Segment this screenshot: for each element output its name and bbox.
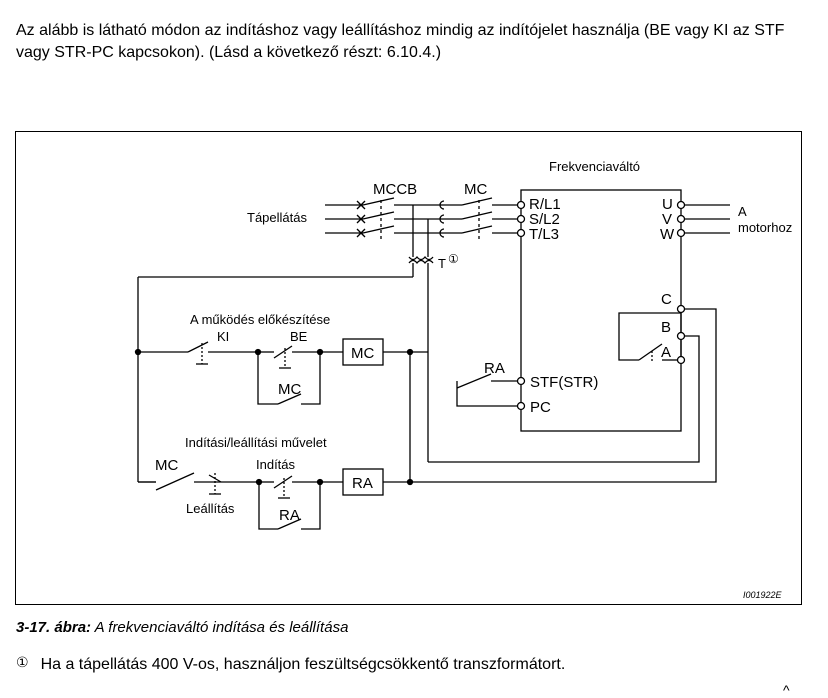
mc-holding-label: MC [278, 381, 301, 398]
terminal-u: U [662, 196, 673, 213]
terminal-w: W [660, 226, 675, 243]
relay-terminal-b: B [661, 319, 671, 336]
footnote-text: Ha a tápellátás 400 V-os, használjon fes… [40, 656, 566, 673]
footnote: ① Ha a tápellátás 400 V-os, használjon fe… [16, 654, 566, 674]
footnote-marker: ① [16, 654, 29, 670]
mc-label: MC [464, 181, 487, 198]
figure-code: I001922E [743, 590, 783, 600]
wiring-diagram: Frekvenciaváltó MCCB MC Tápellátás R/L1 … [134, 159, 792, 600]
intro-paragraph: Az alább is látható módon az indításhoz … [16, 22, 785, 61]
mccb-x-marks [356, 200, 366, 238]
caption-text: A frekvenciaváltó indítása és leállítása [91, 619, 349, 636]
ra-contact-label: RA [484, 360, 505, 377]
be-label: BE [290, 329, 308, 344]
inverter-label: Frekvenciaváltó [549, 159, 640, 174]
terminal-t-l3: T/L3 [529, 226, 559, 243]
terminal-r-l1: R/L1 [529, 196, 561, 213]
pc-label: PC [530, 399, 551, 416]
terminal-s-l2: S/L2 [529, 211, 560, 228]
relay-terminal-a: A [661, 344, 671, 361]
stf-label: STF(STR) [530, 374, 598, 391]
relay-terminal-c: C [661, 291, 672, 308]
prep-title: A működés előkészítése [190, 312, 330, 327]
ki-label: KI [217, 329, 229, 344]
mc-coil-label: MC [351, 345, 374, 362]
transformer-label: T [438, 256, 446, 271]
run-title: Indítási/leállítási művelet [185, 435, 327, 450]
supply-label: Tápellátás [247, 210, 307, 225]
figure-caption: 3-17. ábra: A frekvenciaváltó indítása é… [16, 619, 348, 636]
motor-label-line1: A [738, 204, 747, 219]
motor-label-line2: motorhoz [738, 220, 792, 235]
page-corner-mark: ^ [783, 682, 790, 698]
wiring-diagram-figure: Frekvenciaváltó MCCB MC Tápellátás R/L1 … [15, 131, 802, 605]
stop-label: Leállítás [186, 501, 235, 516]
transformer-footnote-ref: ① [448, 252, 459, 266]
terminal-v: V [662, 211, 672, 228]
caption-number: 3-17. ábra: [16, 619, 92, 636]
start-label: Indítás [256, 457, 296, 472]
mc-contact-label: MC [155, 457, 178, 474]
ra-coil-label: RA [352, 475, 373, 492]
mccb-label: MCCB [373, 181, 417, 198]
ra-holding-label: RA [279, 507, 300, 524]
